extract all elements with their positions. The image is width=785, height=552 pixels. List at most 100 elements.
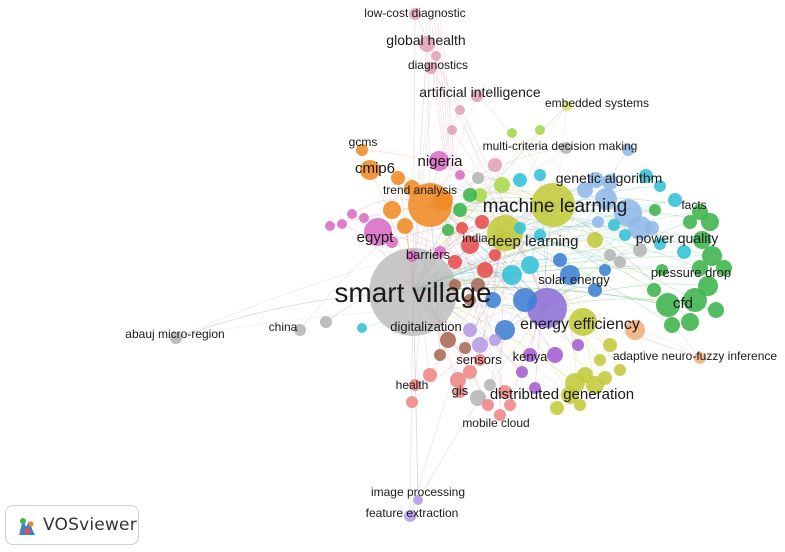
network-node[interactable]	[325, 221, 335, 231]
network-node[interactable]	[716, 260, 732, 276]
network-node[interactable]	[413, 495, 423, 505]
network-node[interactable]	[425, 62, 437, 74]
network-node[interactable]	[456, 222, 468, 234]
network-node[interactable]	[504, 399, 516, 411]
network-node[interactable]	[664, 317, 680, 333]
network-node[interactable]	[489, 334, 501, 346]
network-node[interactable]	[364, 218, 392, 246]
network-node[interactable]	[625, 320, 645, 340]
node-label[interactable]: gcms	[349, 135, 378, 149]
network-node[interactable]	[440, 332, 456, 348]
network-node[interactable]	[535, 125, 545, 135]
network-node[interactable]	[471, 278, 485, 292]
network-node[interactable]	[604, 249, 616, 261]
network-node[interactable]	[434, 246, 446, 258]
network-node[interactable]	[681, 313, 699, 331]
network-node[interactable]	[423, 368, 437, 382]
network-node[interactable]	[647, 283, 661, 297]
network-node[interactable]	[495, 320, 515, 340]
network-node[interactable]	[608, 219, 620, 231]
network-node[interactable]	[592, 216, 604, 228]
network-node[interactable]	[463, 365, 477, 379]
node-label[interactable]: global health	[386, 32, 465, 48]
network-node[interactable]	[484, 379, 496, 391]
network-node[interactable]	[449, 279, 461, 291]
network-node[interactable]	[461, 236, 479, 254]
network-node[interactable]	[397, 218, 413, 234]
network-node[interactable]	[463, 188, 477, 202]
node-label[interactable]: pressure drop	[651, 265, 731, 280]
node-label[interactable]: sensors	[456, 352, 502, 367]
network-node[interactable]	[455, 105, 465, 115]
network-node[interactable]	[434, 349, 446, 361]
network-node[interactable]	[404, 180, 420, 196]
network-node[interactable]	[595, 188, 617, 210]
network-node[interactable]	[702, 246, 722, 266]
node-label[interactable]: abauj micro-region	[125, 327, 224, 341]
node-label[interactable]: image processing	[371, 485, 465, 499]
network-node[interactable]	[447, 125, 457, 135]
network-node[interactable]	[450, 372, 466, 388]
network-node[interactable]	[429, 151, 449, 171]
network-node[interactable]	[448, 255, 462, 269]
network-node[interactable]	[473, 188, 487, 202]
network-node[interactable]	[553, 253, 567, 267]
node-label[interactable]: facts	[681, 198, 706, 212]
network-node[interactable]	[588, 172, 604, 188]
network-node[interactable]	[356, 144, 368, 156]
network-node[interactable]	[523, 348, 537, 362]
network-node[interactable]	[464, 294, 476, 306]
node-label[interactable]: mobile cloud	[462, 416, 529, 430]
network-node[interactable]	[614, 256, 626, 268]
network-node[interactable]	[534, 169, 546, 181]
network-node[interactable]	[516, 366, 528, 378]
network-node[interactable]	[386, 236, 398, 248]
network-node[interactable]	[409, 379, 421, 391]
network-node[interactable]	[701, 213, 719, 231]
network-node[interactable]	[598, 371, 612, 385]
network-node[interactable]	[454, 386, 466, 398]
network-node[interactable]	[599, 264, 611, 276]
network-node[interactable]	[494, 409, 506, 421]
node-label[interactable]: solar energy	[538, 272, 610, 287]
node-label[interactable]: china	[269, 320, 298, 334]
network-node[interactable]	[514, 222, 526, 234]
node-label[interactable]: cfd	[673, 295, 693, 312]
network-node[interactable]	[474, 354, 486, 366]
node-label[interactable]: diagnostics	[408, 58, 468, 72]
network-node[interactable]	[513, 173, 527, 187]
network-node[interactable]	[569, 308, 597, 336]
network-node[interactable]	[588, 283, 602, 297]
network-node[interactable]	[708, 302, 724, 318]
network-node[interactable]	[472, 172, 484, 184]
network-node[interactable]	[404, 510, 416, 522]
network-node[interactable]	[453, 203, 467, 217]
network-node[interactable]	[502, 265, 522, 285]
network-node[interactable]	[521, 256, 539, 274]
network-node[interactable]	[294, 324, 306, 336]
network-node[interactable]	[614, 364, 626, 376]
network-node[interactable]	[507, 128, 517, 138]
node-label[interactable]: low-cost diagnostic	[364, 6, 465, 20]
node-label[interactable]: kenya	[513, 349, 548, 364]
network-node[interactable]	[574, 399, 586, 411]
node-label[interactable]: multi-criteria decision making	[483, 139, 638, 153]
node-label[interactable]: feature extraction	[366, 506, 459, 520]
network-node[interactable]	[485, 292, 501, 308]
network-node[interactable]	[482, 399, 494, 411]
network-node[interactable]	[409, 8, 421, 20]
network-node[interactable]	[587, 232, 603, 248]
network-node[interactable]	[527, 288, 567, 328]
node-label[interactable]: embedded systems	[545, 96, 649, 110]
network-node[interactable]	[455, 170, 465, 180]
network-node[interactable]	[459, 342, 471, 354]
network-node[interactable]	[654, 180, 666, 192]
network-node[interactable]	[463, 323, 477, 337]
network-node[interactable]	[645, 221, 659, 235]
network-node[interactable]	[359, 213, 369, 223]
node-label[interactable]: gis	[452, 383, 469, 398]
network-node[interactable]	[471, 90, 483, 102]
network-node[interactable]	[431, 51, 441, 61]
network-node[interactable]	[489, 249, 501, 261]
network-node[interactable]	[577, 182, 593, 198]
